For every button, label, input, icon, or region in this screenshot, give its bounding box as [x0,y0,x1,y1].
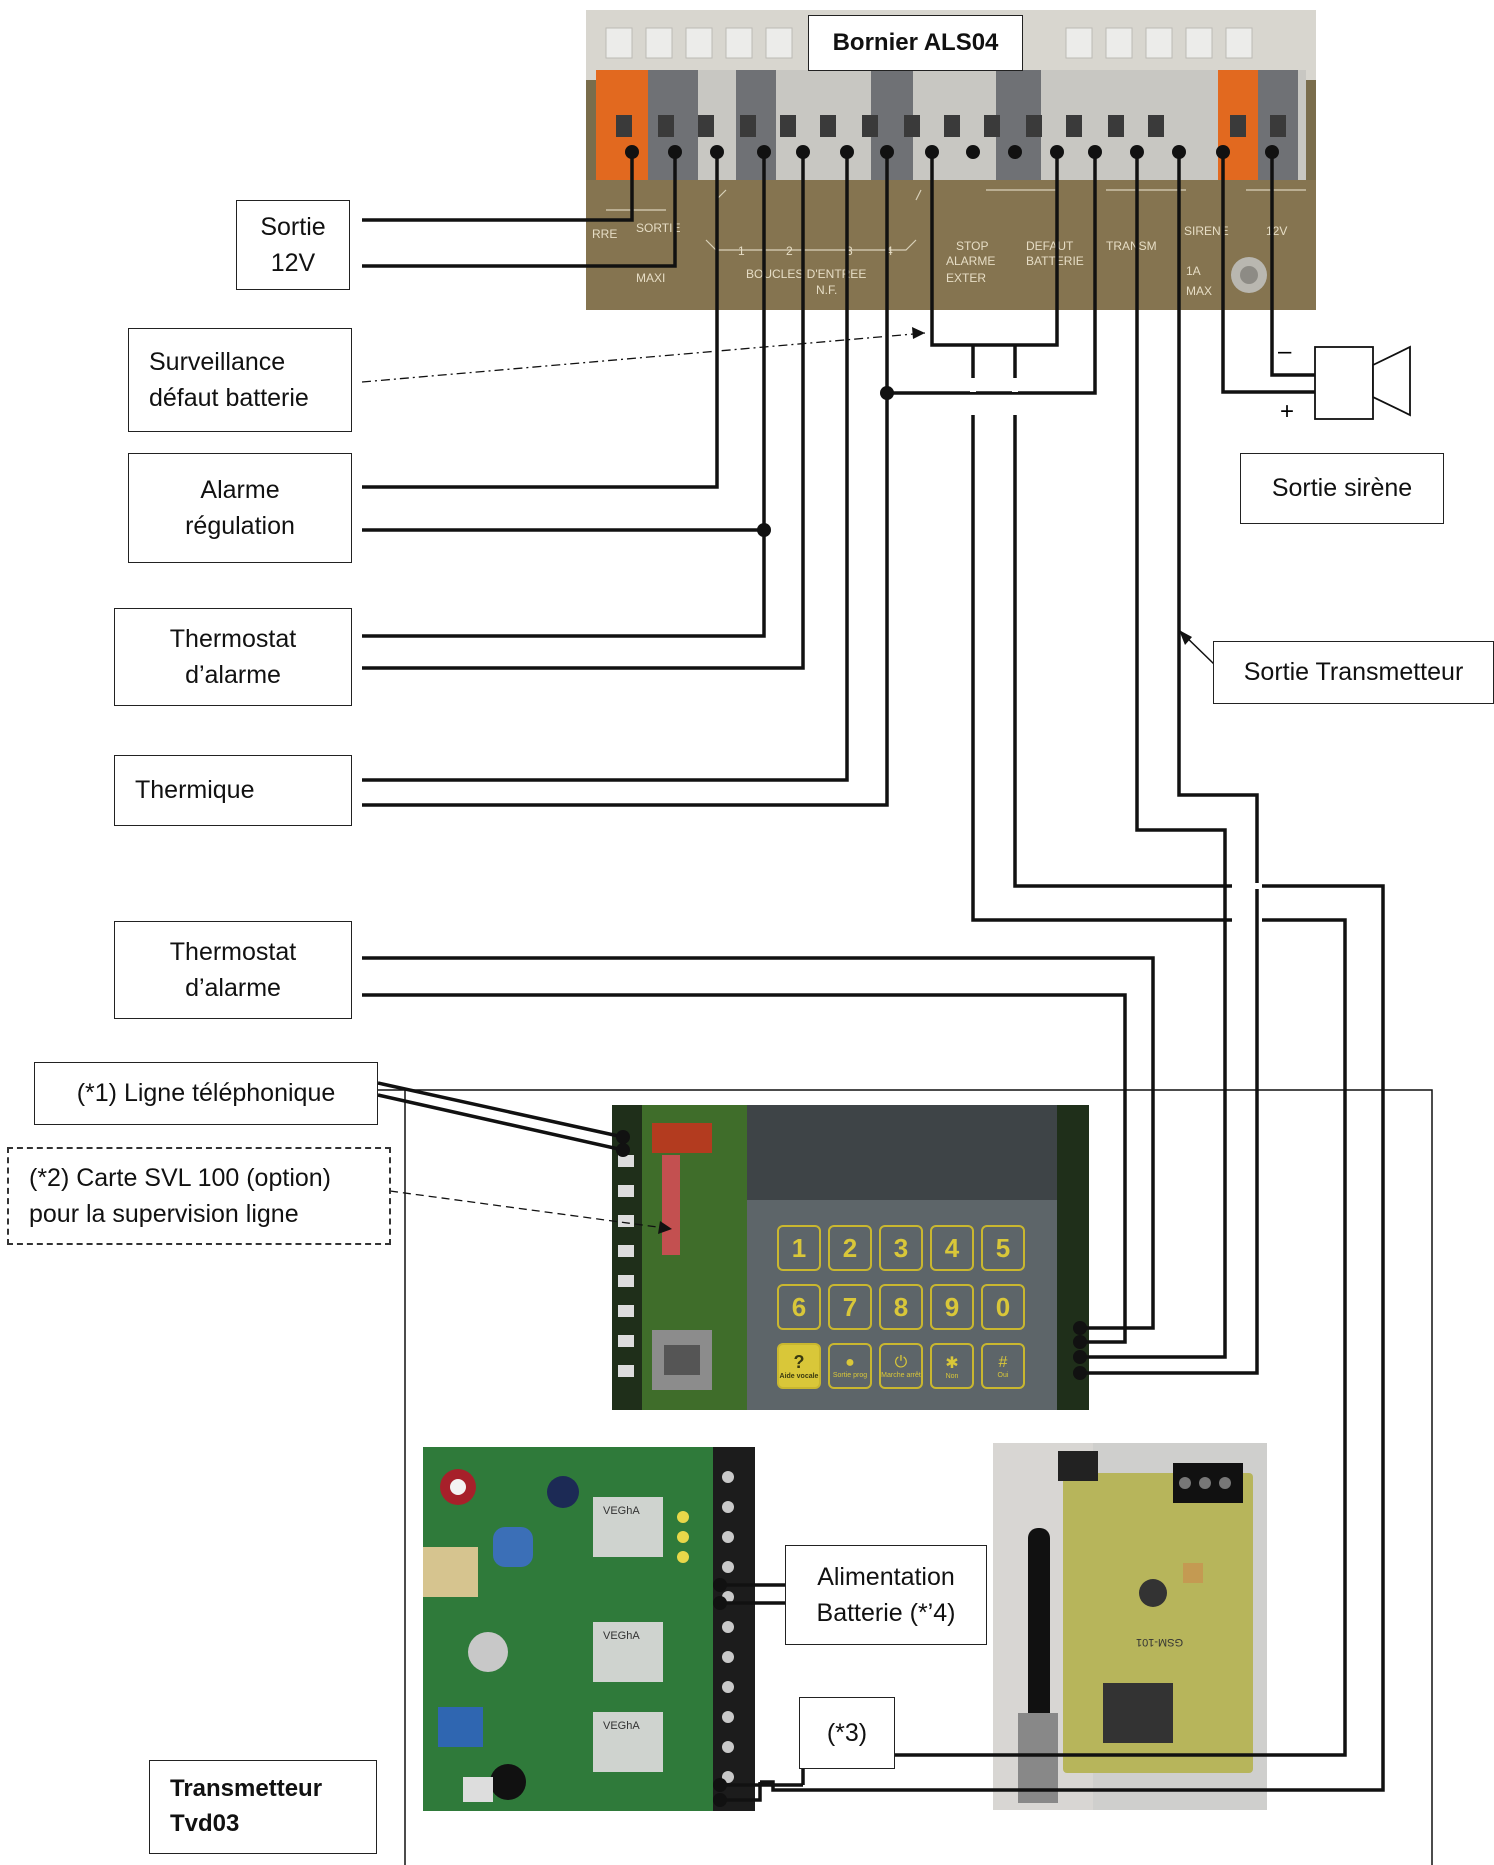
svg-text:1A: 1A [1186,264,1201,278]
keypad: 1 2 3 4 5 6 7 8 9 0 ? Aide vocale ● Sort… [777,1225,1032,1395]
key-no[interactable]: ✱ Non [930,1343,974,1389]
wire-module-out-2 [720,1782,762,1802]
wire-battery-loop [887,152,1097,395]
wire-siren-pos [1221,152,1315,394]
wire-run-a2 [801,918,1347,1785]
surveillance-arrow [361,332,926,383]
wire-thermostat-2b [362,993,1127,1344]
key-2[interactable]: 2 [828,1225,872,1271]
wire-12v-pos [362,152,634,222]
siren-minus: – [1278,338,1292,365]
label-sortie-sirene: Sortie sirène [1240,453,1444,524]
label-sortie-12v: Sortie 12V [236,200,350,290]
label-sortie-transmetteur: Sortie Transmetteur [1213,641,1494,704]
svg-text:SIRENE: SIRENE [1184,224,1229,238]
relay-label-3: VEGhA [603,1720,640,1732]
label-note-3: (*3) [799,1697,895,1769]
wire-phone-2 [377,1093,624,1152]
gsm-module-drawing [993,1443,1267,1810]
svg-text:4: 4 [886,244,893,258]
svg-text:MAX: MAX [1186,284,1212,298]
wire-siren-neg [1270,152,1315,377]
relay-module-photo: VEGhA VEGhA VEGhA [423,1447,755,1811]
svg-text:TRANSM: TRANSM [1106,239,1157,253]
label-thermostat-1: Thermostat d’alarme [114,608,352,706]
terminal-block-title: Bornier ALS04 [808,15,1023,71]
siren-speaker-icon [1314,345,1411,420]
svg-text:SORTIE: SORTIE [636,221,680,235]
label-thermostat-2: Thermostat d’alarme [114,921,352,1019]
label-alarme-regulation: Alarme régulation [128,453,352,563]
svg-text:1: 1 [738,244,745,258]
key-0[interactable]: 0 [981,1284,1025,1330]
wire-thermostat-2a [362,956,1155,1330]
relay-label-2: VEGhA [603,1630,640,1642]
key-3[interactable]: 3 [879,1225,923,1271]
wire-run-b [1013,412,1232,888]
wire-12v-neg [362,152,677,268]
gsm-module-photo: GSM-101 [993,1443,1267,1810]
label-carte-svl: (*2) Carte SVL 100 (option) pour la supe… [7,1147,391,1245]
svg-text:EXTER: EXTER [946,271,986,285]
key-help-caption: Aide vocale [779,1373,819,1380]
key-no-symbol: ✱ [945,1354,959,1372]
svg-text:BATTERIE: BATTERIE [1026,254,1084,268]
wire-thermostat-1a [362,152,766,638]
label-transmetteur-tvd03: Transmetteur Tvd03 [149,1760,377,1854]
svg-text:DEFAUT: DEFAUT [1026,239,1074,253]
svg-text:RRE: RRE [592,227,617,241]
svg-text:3: 3 [846,244,853,258]
key-8[interactable]: 8 [879,1284,923,1330]
key-power-caption: Marche arrêt [881,1371,921,1379]
key-5[interactable]: 5 [981,1225,1025,1271]
wire-transm-1 [1080,152,1227,1359]
key-6[interactable]: 6 [777,1284,821,1330]
wire-run-b2 [760,884,1385,1792]
wire-thermostat-1b [362,152,805,670]
key-output-symbol: ● [845,1353,855,1371]
key-output[interactable]: ● Sortie prog [828,1343,872,1389]
wire-thermique-1 [362,152,849,782]
relay-module-drawing [423,1447,755,1811]
relay-label-1: VEGhA [603,1505,640,1517]
keypad-board-photo: 1 2 3 4 5 6 7 8 9 0 ? Aide vocale ● Sort… [612,1105,1089,1410]
key-output-caption: Sortie prog [832,1371,868,1379]
svl-arrow [389,1190,673,1230]
wire-run-a [971,412,1232,922]
key-9[interactable]: 9 [930,1284,974,1330]
label-alimentation: Alimentation Batterie (*’4) [785,1545,987,1645]
key-power[interactable]: ⏻ Marche arrêt [879,1343,923,1389]
label-thermique: Thermique [114,755,352,826]
label-ligne-telephonique: (*1) Ligne téléphonique [34,1062,378,1125]
wire-phone-1 [377,1081,624,1139]
key-1[interactable]: 1 [777,1225,821,1271]
key-7[interactable]: 7 [828,1284,872,1330]
wire-thermique-2 [362,152,889,807]
svg-text:BOUCLES D'ENTREE: BOUCLES D'ENTREE [746,267,866,281]
key-power-symbol: ⏻ [894,1353,908,1371]
key-yes-symbol: # [998,1353,1008,1371]
svg-text:MAXI: MAXI [636,271,665,285]
wire-transm-2 [1080,152,1259,1375]
key-yes[interactable]: # Oui [981,1343,1025,1389]
wire-stop-loop [930,152,1059,347]
svg-text:STOP: STOP [956,239,988,253]
key-help[interactable]: ? Aide vocale [777,1343,821,1389]
svg-text:N.F.: N.F. [816,283,837,297]
key-4[interactable]: 4 [930,1225,974,1271]
key-no-caption: Non [945,1372,959,1380]
svg-text:ALARME: ALARME [946,254,995,268]
key-yes-caption: Oui [997,1371,1009,1379]
svg-text:2: 2 [786,244,793,258]
siren-plus: + [1280,398,1295,425]
wire-alarm-reg-1 [362,152,719,489]
key-help-symbol: ? [793,1352,805,1372]
label-surveillance: Surveillance défaut batterie [128,328,352,432]
